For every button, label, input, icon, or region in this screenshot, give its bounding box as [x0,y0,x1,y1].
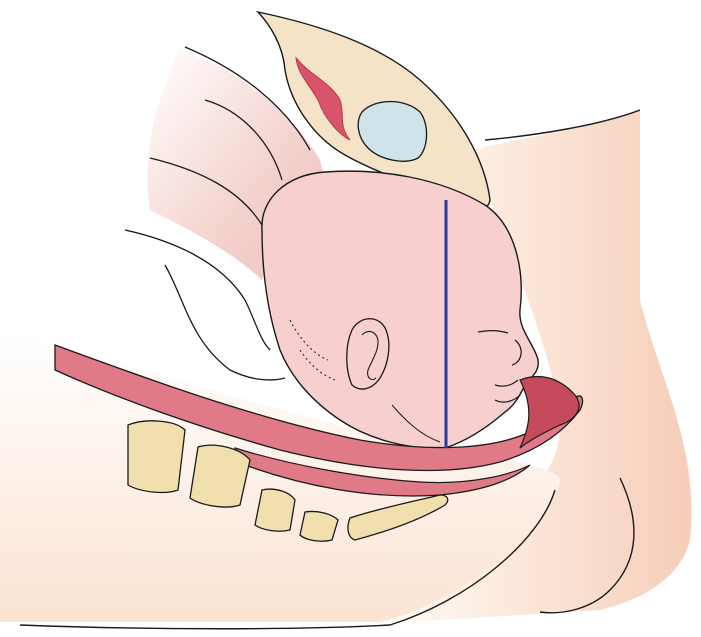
sacrum-outer-outline [19,489,556,630]
fetal-eye [477,330,509,334]
fetal-ear [346,318,390,390]
vertebra-3 [254,488,296,532]
vertebra-4 [299,510,339,542]
wall-fold-4 [124,229,271,351]
wall-fold-5 [164,264,286,381]
vertebra-1 [127,420,186,494]
fetal-neck-fold-1 [289,319,329,361]
fetal-face-fold [391,404,441,443]
bladder [357,100,428,162]
fetal-nose [511,339,522,366]
vertebra-2 [189,444,251,508]
fetal-chin [494,394,521,403]
birth-canal-lip [519,375,580,449]
birth-canal [54,344,584,472]
fetal-mouth [494,379,519,387]
wall-fold-3 [149,157,263,226]
vertebra-5 [347,494,449,541]
buttock-outline [484,109,641,141]
wall-fold-2 [204,99,283,181]
buttock-curve [539,477,635,614]
wall-fold-1 [184,46,311,151]
fetal-ear-inner [361,330,379,381]
maternal-skin-region [360,110,692,625]
pubic-vessel [295,56,351,141]
